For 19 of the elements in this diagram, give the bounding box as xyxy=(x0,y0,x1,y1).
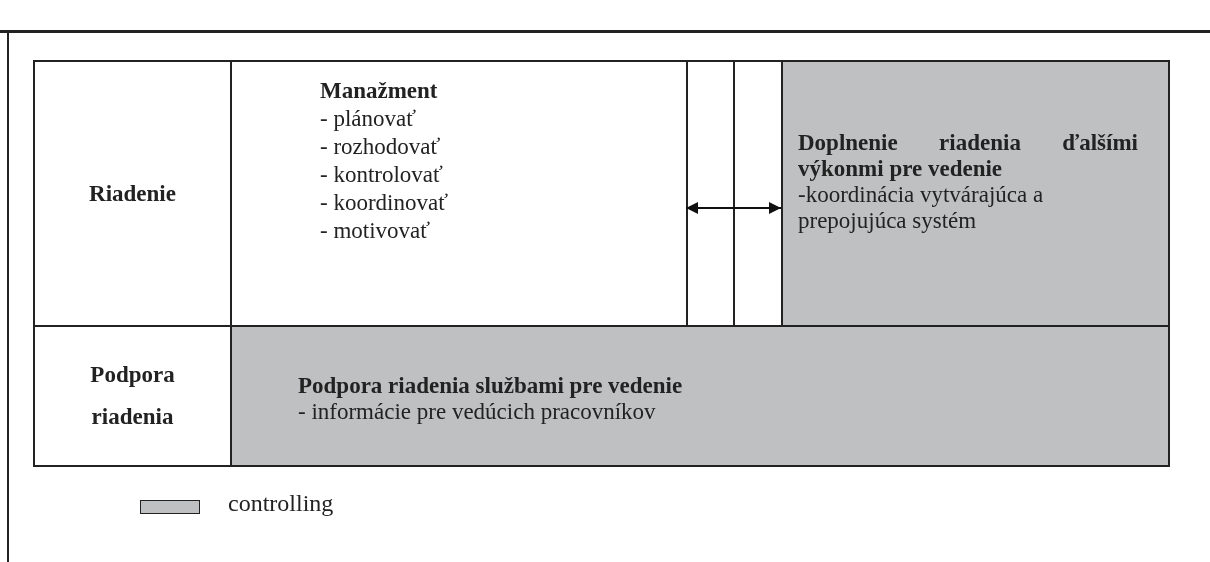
cell-text: - informácie pre vedúcich pracovníkov xyxy=(298,399,656,425)
list-item: - rozhodovať xyxy=(320,134,441,160)
list-item: - plánovať xyxy=(320,106,417,132)
cell-heading: Doplnenie riadenia ďalšími výkonmi pre vedenie xyxy=(798,130,1138,182)
legend-label: controlling xyxy=(228,490,334,516)
table-cell xyxy=(33,325,232,467)
table-cell xyxy=(781,60,1170,327)
cell-heading: Riadenie xyxy=(89,180,176,207)
table-cell xyxy=(33,60,232,327)
list-item: - kontrolovať xyxy=(320,162,443,188)
cell-heading: Podpora riadenia xyxy=(89,361,176,431)
list-item: - koordinovať xyxy=(320,190,448,216)
table-cell xyxy=(230,60,688,327)
double-arrow xyxy=(685,202,782,214)
cell-text: -koordinácia vytvárajúca a prepojujúca systém xyxy=(798,182,1045,234)
list-item: - motivovať xyxy=(320,218,431,244)
cell-heading: Manažment xyxy=(320,78,438,104)
cell-heading: Podpora riadenia službami pre vedenie xyxy=(298,373,683,399)
table-cell xyxy=(230,325,1170,467)
